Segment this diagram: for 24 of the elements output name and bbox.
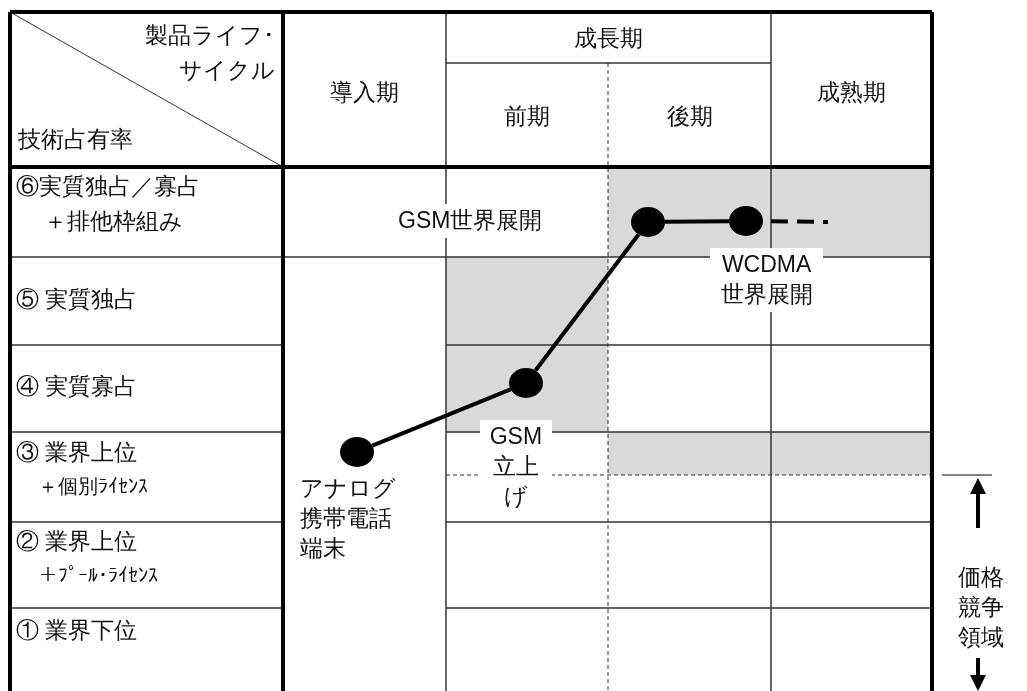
data-point-marker	[340, 437, 374, 467]
row-header: ③ 業界上位	[16, 438, 138, 467]
column-header: 導入期	[329, 78, 400, 107]
column-header: 前期	[503, 102, 551, 131]
column-header: 成長期	[573, 24, 644, 53]
row-header: ＋ﾌﾟｰﾙ･ﾗｲｾﾝｽ	[38, 563, 158, 588]
header-text: 技術占有率	[18, 125, 133, 154]
row-header: ④ 実質寡占	[16, 372, 138, 401]
connector-line	[664, 219, 730, 224]
point-label: WCDMA世界展開	[710, 248, 824, 312]
axis-label: 価格競争領域	[958, 563, 1004, 652]
row-header: ② 業界上位	[16, 527, 138, 556]
point-label: アナログ携帯電話端末	[299, 474, 397, 563]
row-header: ⑥実質独占／寡占	[16, 172, 200, 201]
column-header: 成熟期	[816, 78, 887, 107]
row-header: ＋排他枠組み	[44, 207, 183, 236]
row-header: ① 業界下位	[16, 616, 138, 645]
header-text: 製品ライフ･サイクル	[143, 21, 275, 85]
row-header: ＋個別ﾗｲｾﾝｽ	[38, 474, 148, 499]
column-header: 後期	[665, 102, 714, 131]
row-header: ⑤ 実質独占	[16, 285, 138, 314]
dashed-line	[770, 219, 829, 224]
connector-line	[371, 387, 512, 448]
connector-line	[533, 233, 641, 372]
